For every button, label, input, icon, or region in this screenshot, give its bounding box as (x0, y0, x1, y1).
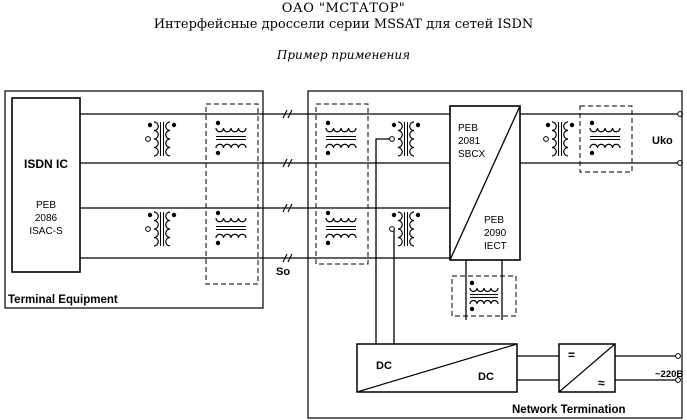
psu-ac-symbol: ≈ (598, 376, 605, 390)
company-title: ОАО "МСТАТОР" (281, 1, 406, 16)
so-break-mark-4 (287, 253, 293, 263)
dc-input-label: DC (376, 360, 392, 372)
so-break-mark-3 (282, 203, 288, 213)
psu-diagonal (558, 343, 616, 393)
nt-choke-lower-dot-a (325, 210, 331, 216)
terminal-equipment-label: Terminal Equipment (8, 294, 118, 306)
te-choke-upper-dot-b (215, 150, 221, 156)
uko-transformer-center-tap (543, 136, 549, 142)
uko-transformer-primary (551, 121, 557, 157)
te-transformer-lower-primary (153, 211, 159, 247)
te-transformer-upper-dot-secondary (171, 122, 177, 128)
so-break-mark-2 (287, 158, 293, 168)
isdn-ic-label: ISDN IC (24, 157, 68, 171)
phantom-power-wire-2 (392, 228, 395, 344)
nt-transformer-lower-dot-secondary (415, 212, 421, 218)
nt-transformer-upper-center-tap (389, 136, 395, 142)
te-choke-lower-dot-a (215, 210, 221, 216)
peb2090-line2: 2090 (484, 228, 507, 239)
mains-terminal-1 (675, 353, 681, 359)
so-break-mark-2 (282, 158, 288, 168)
te-choke-lower-coil-b (215, 233, 247, 239)
nt-choke-lower-dot-b (325, 240, 331, 246)
te-choke-lower-coil-a (215, 217, 247, 223)
nt-choke-upper-coil-b (325, 143, 357, 149)
uko-choke-enclosure (579, 105, 633, 173)
so-break-mark-1 (282, 109, 288, 119)
nt-choke-lower-coil-a (325, 217, 357, 223)
psu-dc-symbol: = (568, 348, 575, 362)
so-break-mark-4 (282, 253, 288, 263)
te-transformer-lower-center-tap (145, 226, 151, 232)
uko-choke-dot-a (589, 120, 595, 126)
nt-transformer-upper-primary (397, 121, 403, 157)
mains-voltage-label: ~220B (655, 369, 683, 380)
nt-choke-upper-dot-b (325, 150, 331, 156)
te-transformer-lower-dot-secondary (171, 212, 177, 218)
peb2086-line3: ISAC-S (29, 226, 63, 237)
uko-choke-coil-b (589, 143, 621, 149)
te-choke-upper-dot-a (215, 120, 221, 126)
nt-transformer-lower-center-tap (389, 226, 395, 232)
psu-choke-coil-b (469, 299, 499, 305)
uko-label: Uko (652, 135, 673, 147)
dc-output-label: DC (478, 371, 494, 383)
document-subtitle: Интерфейсные дроссели серии MSSAT для се… (153, 17, 534, 32)
so-bus-label: So (276, 266, 290, 278)
te-transformer-upper-dot-primary (147, 122, 153, 128)
uko-transformer-secondary (563, 121, 569, 157)
nt-choke-upper-coil-a (325, 127, 357, 133)
te-transformer-lower-dot-primary (147, 212, 153, 218)
te-choke-upper-coil-a (215, 127, 247, 133)
network-termination-label: Network Termination (512, 404, 626, 416)
te-transformer-upper-secondary (165, 121, 171, 157)
nt-transformer-lower-dot-primary (391, 212, 397, 218)
peb2086-line2: 2086 (35, 213, 58, 224)
dc-dc-diagonal (356, 343, 518, 393)
psu-choke-coil-a (469, 287, 499, 293)
psu-choke-dot-a (469, 280, 475, 286)
te-choke-enclosure (205, 103, 259, 285)
so-break-mark-1 (287, 109, 293, 119)
te-transformer-upper-primary (153, 121, 159, 157)
te-choke-lower-dot-b (215, 240, 221, 246)
te-choke-upper-coil-b (215, 143, 247, 149)
chip-divider-diagonal (449, 105, 521, 261)
peb2081-line3: SBCX (458, 149, 486, 160)
peb2090-line3: IECT (484, 241, 507, 252)
nt-transformer-upper-dot-secondary (415, 122, 421, 128)
nt-transformer-lower-secondary (409, 211, 415, 247)
psu-choke-enclosure (451, 275, 517, 317)
nt-choke-enclosure (315, 103, 369, 265)
te-transformer-lower-secondary (165, 211, 171, 247)
so-break-mark-3 (287, 203, 293, 213)
peb2090-line1: PEB (484, 215, 504, 226)
psu-choke-dot-b (469, 306, 475, 312)
terminal-equipment-box (4, 90, 264, 309)
nt-transformer-upper-secondary (409, 121, 415, 157)
te-transformer-upper-center-tap (145, 136, 151, 142)
uko-transformer-dot-secondary (569, 122, 575, 128)
phantom-power-wire-1 (375, 138, 392, 344)
nt-choke-upper-dot-a (325, 120, 331, 126)
peb2086-line1: PEB (36, 200, 56, 211)
uko-choke-coil-a (589, 127, 621, 133)
network-termination-box (307, 90, 683, 419)
peb2081-line1: PEB (458, 123, 478, 134)
application-caption: Пример применения (276, 48, 411, 62)
nt-transformer-lower-primary (397, 211, 403, 247)
isdn-ic-chip (11, 97, 81, 273)
nt-choke-lower-coil-b (325, 233, 357, 239)
uko-transformer-dot-primary (545, 122, 551, 128)
nt-transformer-upper-dot-primary (391, 122, 397, 128)
peb2081-line2: 2081 (458, 136, 481, 147)
mains-terminal-2 (675, 377, 681, 383)
uko-choke-dot-b (589, 150, 595, 156)
